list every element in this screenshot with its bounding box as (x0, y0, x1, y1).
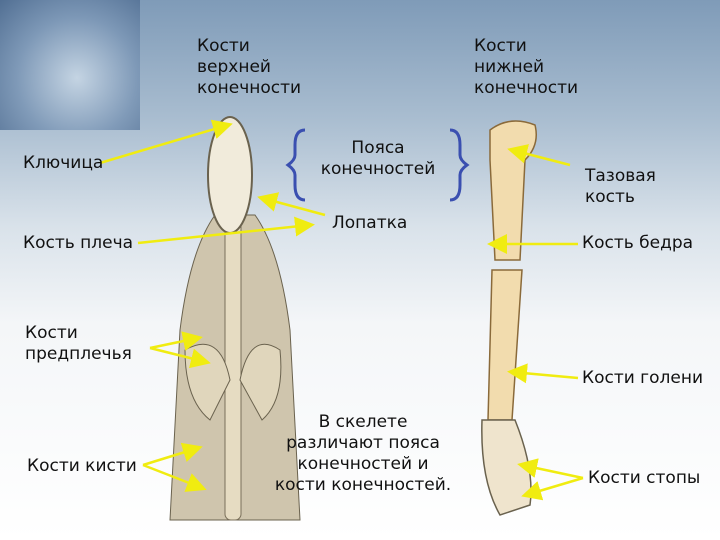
limb-girdles-label: Пояса конечностей (320, 138, 436, 179)
lower-limb-bones-label: Кости нижней конечности (474, 36, 579, 98)
leg-skeleton (481, 120, 537, 516)
arrow-humerus (137, 216, 315, 245)
arrow-foot-1 (517, 458, 584, 480)
scapula-shape-right (239, 343, 282, 421)
arrow-foot-2 (521, 476, 584, 501)
humerus-bone (207, 116, 253, 234)
hand-bones-label: Кости кисти (27, 456, 137, 476)
pointer-arrows (99, 119, 584, 501)
scapula-label: Лопатка (332, 213, 408, 233)
left-brace (285, 128, 306, 202)
surgeon-photo (0, 0, 140, 130)
femur-label: Кость бедра (582, 233, 694, 253)
arrow-lower-limb (507, 144, 571, 167)
shin-bones-label: Кости голени (582, 368, 703, 388)
arrow-hand-2 (142, 463, 207, 492)
arrow-forearm-1 (149, 331, 203, 351)
arrow-shin (507, 363, 579, 384)
pelvic-bone-label: Тазовая кость (585, 166, 656, 207)
clavicle-label: Ключица (23, 153, 104, 173)
tibia-bone (487, 269, 523, 421)
arrow-forearm-2 (149, 346, 211, 369)
upper-limb-bones-label: Кости верхней конечности (197, 36, 302, 98)
arrow-scapula (257, 192, 326, 217)
humerus-label: Кость плеча (23, 233, 134, 253)
arrow-hand-1 (142, 442, 203, 467)
summary-text: В скелете различают пояса конечностей и … (274, 412, 452, 495)
arrow-upper-limb (99, 119, 233, 165)
forearm-bones-label: Кости предплечья (25, 323, 132, 364)
right-brace (449, 128, 470, 202)
foot-bones-shape (481, 419, 532, 516)
foot-bones-label: Кости стопы (588, 468, 701, 488)
femur-bone (489, 120, 537, 261)
